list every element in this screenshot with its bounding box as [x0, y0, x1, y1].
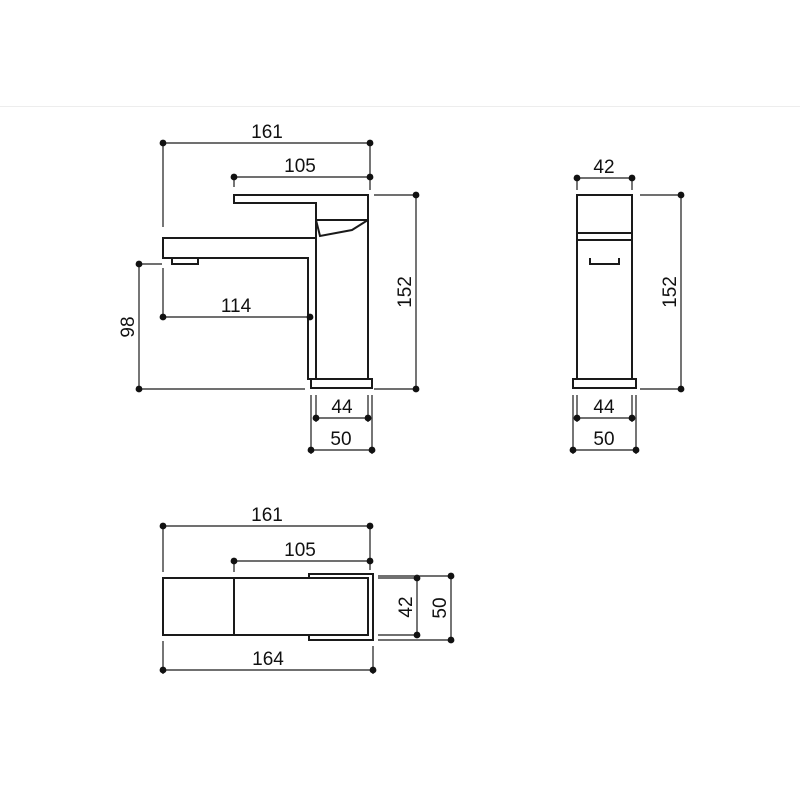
- side-view-aerator: [171, 258, 199, 265]
- top-view: 161 105 164: [159, 505, 455, 674]
- dim-front-44: 44: [573, 395, 636, 422]
- dim-label-front-50: 50: [593, 429, 614, 450]
- dim-front-50: 50: [569, 395, 640, 454]
- dim-label-side-44: 44: [331, 397, 353, 418]
- front-view-lever: [576, 194, 633, 234]
- dim-side-50: 50: [307, 395, 376, 454]
- dim-label-side-152: 152: [395, 276, 416, 308]
- header-band: [0, 0, 800, 107]
- top-view-base: [308, 573, 374, 641]
- top-view-body: [162, 577, 369, 636]
- dim-label-top-164: 164: [252, 649, 284, 670]
- dim-label-side-105: 105: [284, 156, 316, 177]
- dim-top-164: 164: [159, 641, 377, 674]
- front-view: 42 152 44: [569, 157, 685, 454]
- dim-front-42: 42: [573, 157, 636, 190]
- dim-label-side-98: 98: [118, 316, 139, 337]
- dim-label-side-161: 161: [251, 122, 283, 143]
- dim-side-152: 152: [374, 191, 420, 393]
- dim-side-44: 44: [312, 395, 372, 422]
- side-view-base: [310, 378, 373, 389]
- dim-label-side-114: 114: [221, 296, 252, 317]
- dim-label-top-105: 105: [284, 540, 316, 561]
- side-view-body: [315, 219, 369, 379]
- front-view-aerator: [589, 258, 620, 265]
- side-view-lever: [233, 194, 369, 238]
- dim-front-152: 152: [640, 191, 685, 393]
- dim-label-front-42: 42: [593, 157, 614, 178]
- dim-side-161: 161: [159, 122, 374, 227]
- front-view-body: [576, 233, 633, 379]
- side-view: 161 105 114: [118, 122, 420, 454]
- dim-side-98: 98: [118, 260, 305, 393]
- dim-label-front-44: 44: [593, 397, 615, 418]
- dim-label-side-50: 50: [330, 429, 351, 450]
- front-view-base: [572, 378, 637, 389]
- dim-top-105: 105: [230, 540, 374, 572]
- dim-side-114: 114: [159, 268, 314, 321]
- dim-label-front-152: 152: [660, 276, 681, 308]
- dim-top-42: 42: [378, 574, 421, 639]
- dim-label-top-42: 42: [396, 596, 417, 617]
- dim-top-50: 50: [378, 572, 455, 644]
- dim-label-top-50: 50: [430, 597, 451, 618]
- dim-label-top-161: 161: [251, 505, 283, 526]
- dim-top-161: 161: [159, 505, 374, 572]
- dim-side-105: 105: [230, 156, 374, 187]
